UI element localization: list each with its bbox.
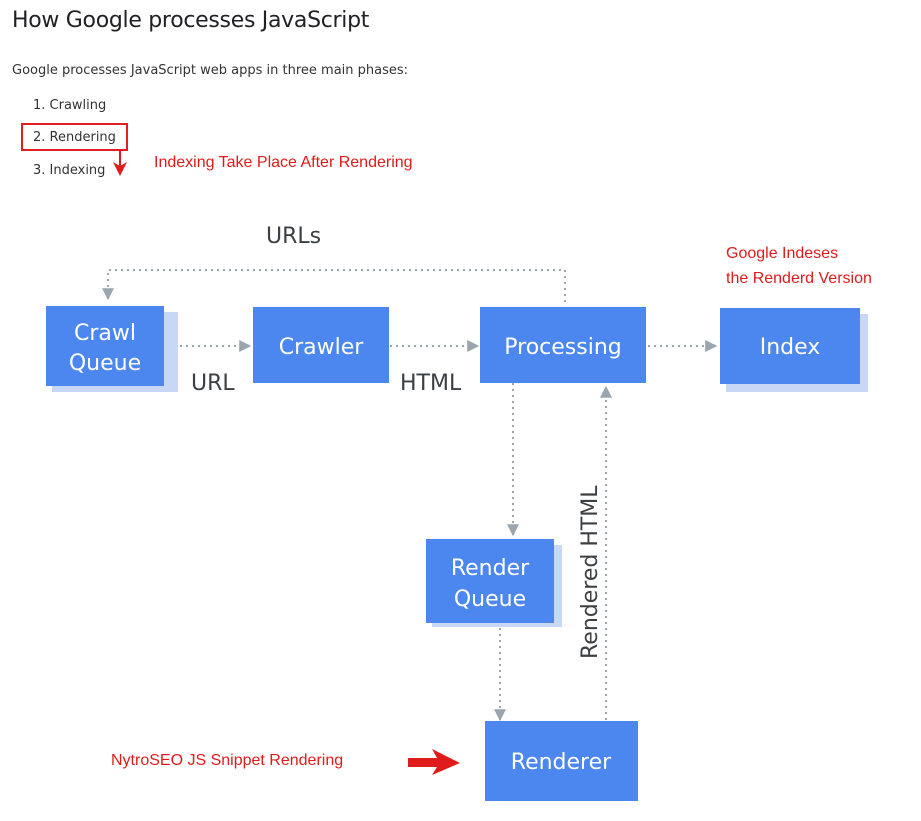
rendered-html-edge-label: Rendered HTML: [578, 485, 603, 659]
url-edge-label: URL: [191, 371, 235, 396]
crawl-queue-label-line1: Crawl: [74, 321, 136, 346]
index-node: Index: [720, 308, 868, 392]
phase-item-crawling: 1. Crawling: [33, 98, 107, 113]
processing-label: Processing: [504, 335, 621, 360]
crawler-node: Crawler: [253, 307, 389, 383]
processing-node: Processing: [480, 307, 646, 383]
urls-edge-label: URLs: [266, 224, 321, 249]
render-queue-label-line2: Queue: [454, 587, 526, 612]
red-down-arrow-icon: [113, 151, 127, 176]
render-queue-node: Render Queue: [426, 539, 562, 627]
renderer-annotation: NytroSEO JS Snippet Rendering: [111, 752, 344, 769]
html-edge-label: HTML: [400, 371, 462, 396]
index-label: Index: [760, 335, 821, 360]
crawl-queue-node: Crawl Queue: [46, 306, 178, 392]
crawl-queue-label-line2: Queue: [69, 351, 141, 376]
phase-item-rendering: 2. Rendering: [33, 130, 116, 145]
phase-item-indexing: 3. Indexing: [33, 163, 106, 178]
index-annotation-line2: the Renderd Version: [726, 270, 872, 287]
renderer-node: Renderer: [485, 721, 638, 801]
page-title: How Google processes JavaScript: [12, 8, 370, 33]
indexing-annotation: Indexing Take Place After Rendering: [154, 154, 413, 171]
urls-feedback-connector: [102, 269, 566, 302]
intro-text: Google processes JavaScript web apps in …: [12, 63, 409, 78]
render-queue-label-line1: Render: [451, 556, 530, 581]
index-annotation-line1: Google Indeses: [726, 245, 839, 262]
rendering-highlight-box: [21, 123, 128, 151]
red-right-arrow-icon: [408, 749, 460, 775]
renderer-label: Renderer: [511, 750, 612, 775]
crawler-label: Crawler: [279, 335, 365, 360]
